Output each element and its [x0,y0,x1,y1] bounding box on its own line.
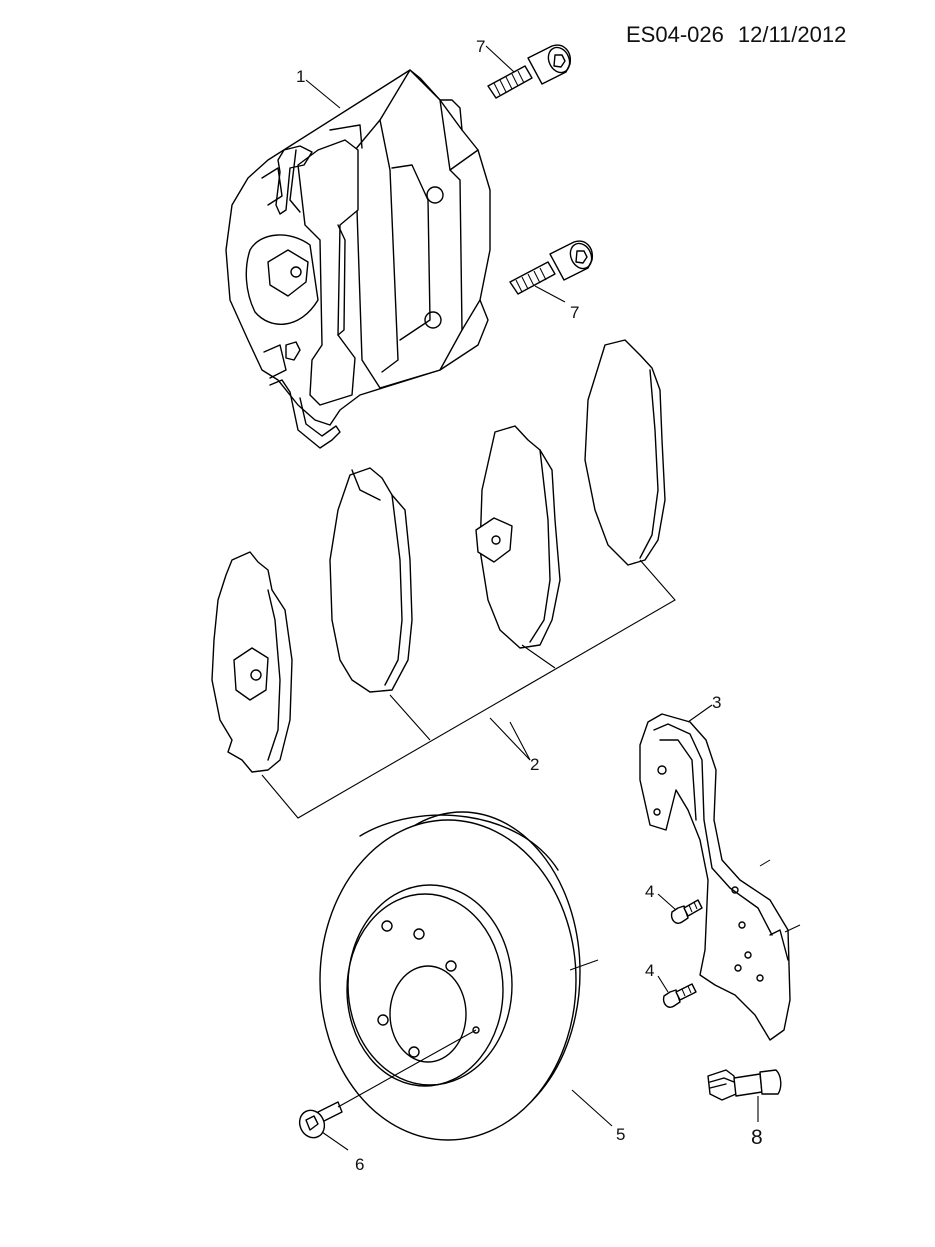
brake-disc[interactable] [319,811,599,1141]
callout-guide-bolt-lower: 7 [570,303,579,322]
shield-screw-upper[interactable] [670,899,703,924]
disc-retaining-screw[interactable] [295,1029,477,1142]
splash-shield[interactable] [639,713,801,1041]
diagram-header: ES04-026 12/11/2012 [626,22,860,48]
brake-hose-bolt[interactable] [707,1069,782,1101]
callout-guide-bolt-upper: 7 [476,37,485,56]
callout-shield-screw-upper: 4 [645,882,654,901]
brake-pad-3[interactable] [475,425,561,649]
callout-hose-bolt: 8 [751,1126,763,1149]
guide-bolt-upper[interactable] [487,44,574,99]
callout-shield-screw-lower: 4 [645,961,654,980]
callout-caliper: 1 [296,67,305,86]
brake-pad-2[interactable] [329,467,413,693]
shield-screw-lower[interactable] [662,983,697,1008]
callout-disc-screw: 6 [355,1155,364,1174]
doc-code: ES04-026 [626,22,724,47]
doc-date: 12/11/2012 [737,22,847,47]
callout-pad-set: 2 [530,755,539,774]
brake-pad-4[interactable] [584,339,666,566]
guide-bolt-lower[interactable] [509,240,596,295]
callout-brake-disc: 5 [616,1125,625,1144]
brake-pad-1[interactable] [211,551,293,773]
pad-set-bracket [261,559,676,819]
callout-splash-shield: 3 [712,693,721,712]
leader-lines [305,45,759,1151]
brake-caliper[interactable] [225,69,491,449]
